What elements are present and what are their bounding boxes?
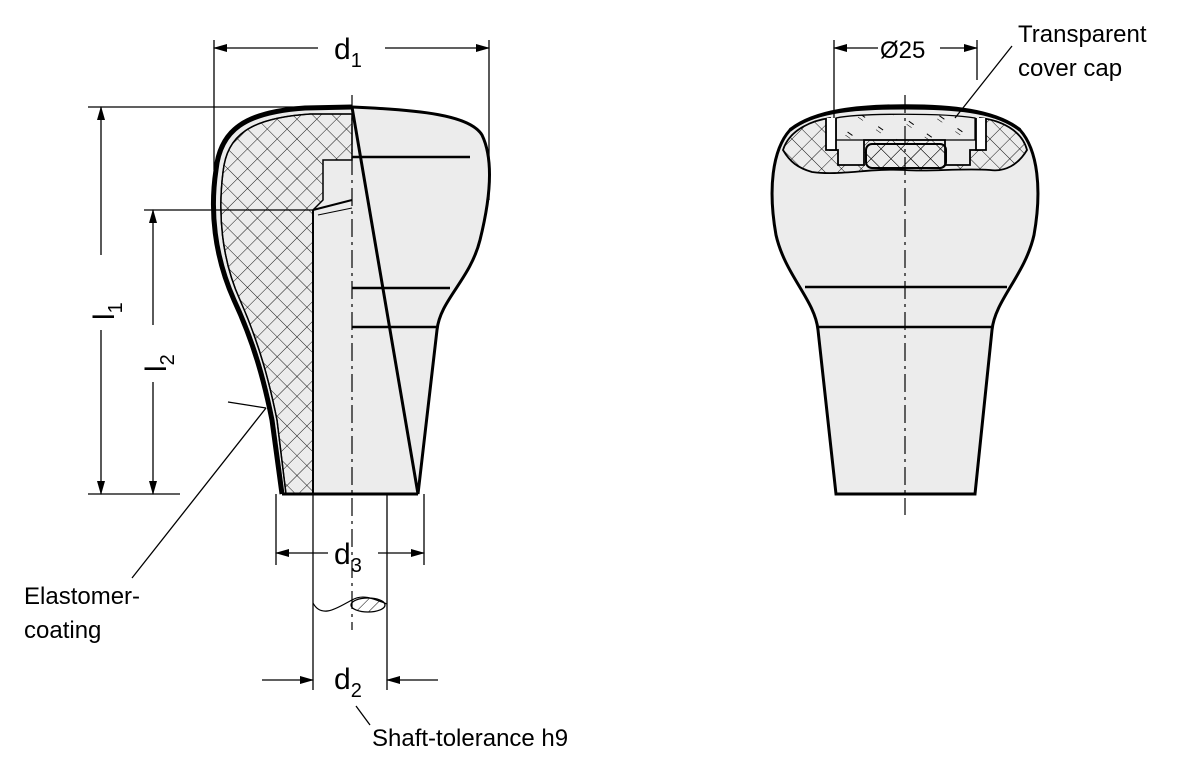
dimension-d1: d1: [213, 33, 490, 200]
cover-cap-label-line1: Transparent: [1018, 21, 1147, 48]
d2-label: d2: [334, 663, 362, 702]
l1-label: l1: [88, 302, 127, 320]
cover-cap-label-line2: cover cap: [1018, 55, 1122, 82]
dimension-d3: d3: [275, 494, 425, 577]
cover-cap-callout: Transparent cover cap: [954, 21, 1147, 119]
dimension-l2: l2: [140, 209, 313, 495]
elastomer-coating-outline: [210, 104, 353, 495]
dimension-diameter: Ø25: [833, 37, 978, 118]
right-knob-view: [770, 95, 1040, 515]
d3-label: d3: [334, 538, 362, 577]
elastomer-label-line2: coating: [24, 617, 101, 644]
left-knob-view: [210, 95, 491, 630]
dimension-l1: l1: [88, 106, 352, 495]
elastomer-callout: Elastomer- coating: [24, 401, 267, 644]
diameter-label: Ø25: [880, 37, 925, 64]
d1-label: d1: [334, 33, 362, 72]
elastomer-label-line1: Elastomer-: [24, 583, 140, 610]
l2-label: l2: [140, 354, 179, 372]
dimension-d2: d2 Shaft-tolerance h9: [262, 494, 568, 752]
shaft-tolerance-label: Shaft-tolerance h9: [372, 725, 568, 752]
